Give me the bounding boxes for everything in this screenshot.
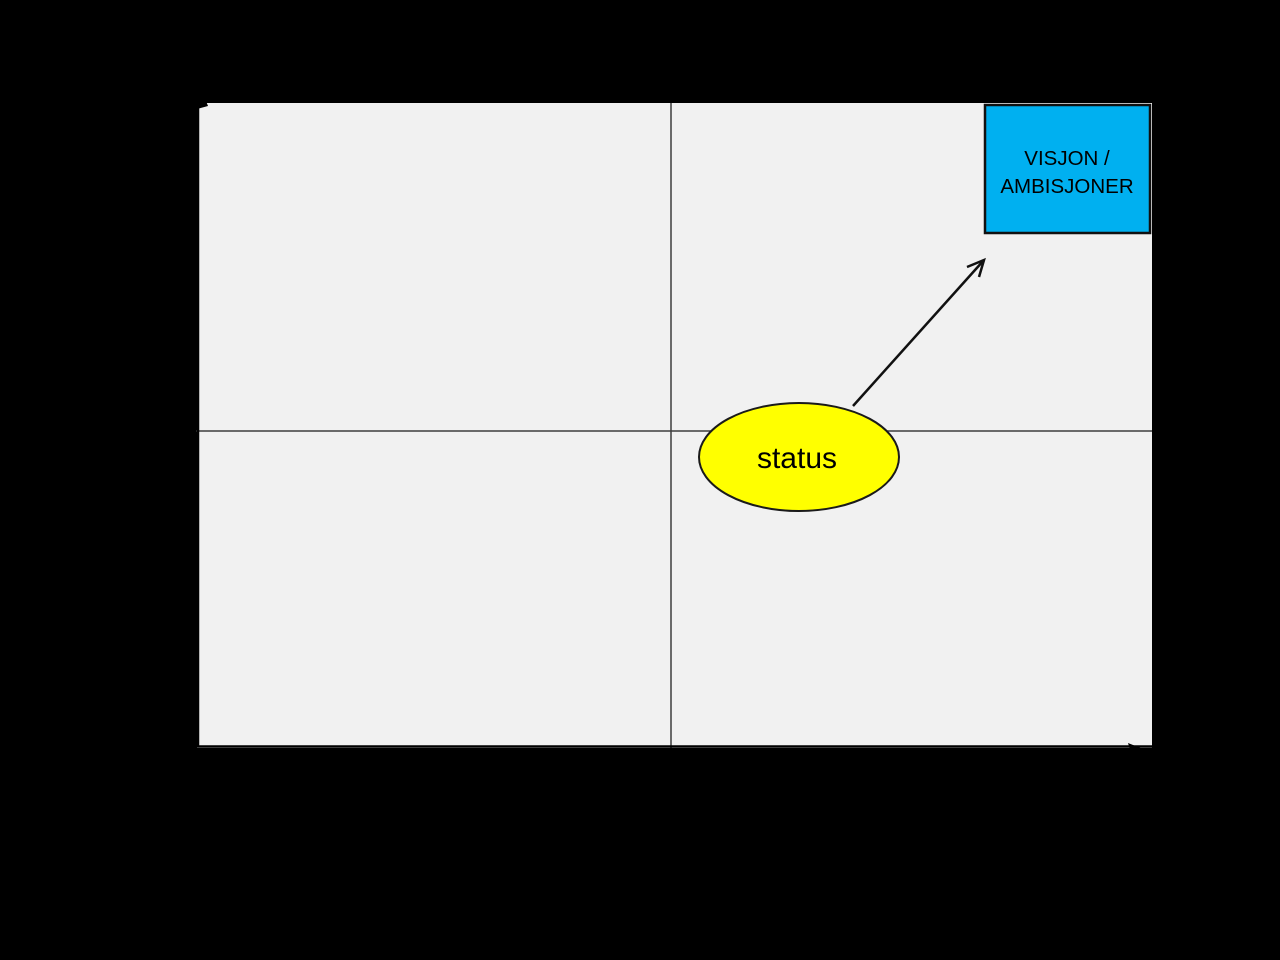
status-ellipse-shape xyxy=(698,402,900,512)
arrow-shaft xyxy=(852,259,985,407)
status-to-vision-arrow xyxy=(852,257,986,407)
vision-box-label-line1: VISJON / xyxy=(1024,147,1110,170)
vision-box-shape xyxy=(983,103,1152,235)
y-axis-arrowhead-icon xyxy=(186,76,208,112)
arrow-open-head-icon xyxy=(966,257,986,278)
vision-box-label-line2: AMBISJONER xyxy=(1000,175,1133,198)
vision-box: VISJON / AMBISJONER xyxy=(983,103,1152,235)
x-axis-arrowhead-icon xyxy=(1128,743,1163,769)
status-ellipse-label: status xyxy=(757,442,837,475)
status-ellipse: status xyxy=(698,402,900,512)
